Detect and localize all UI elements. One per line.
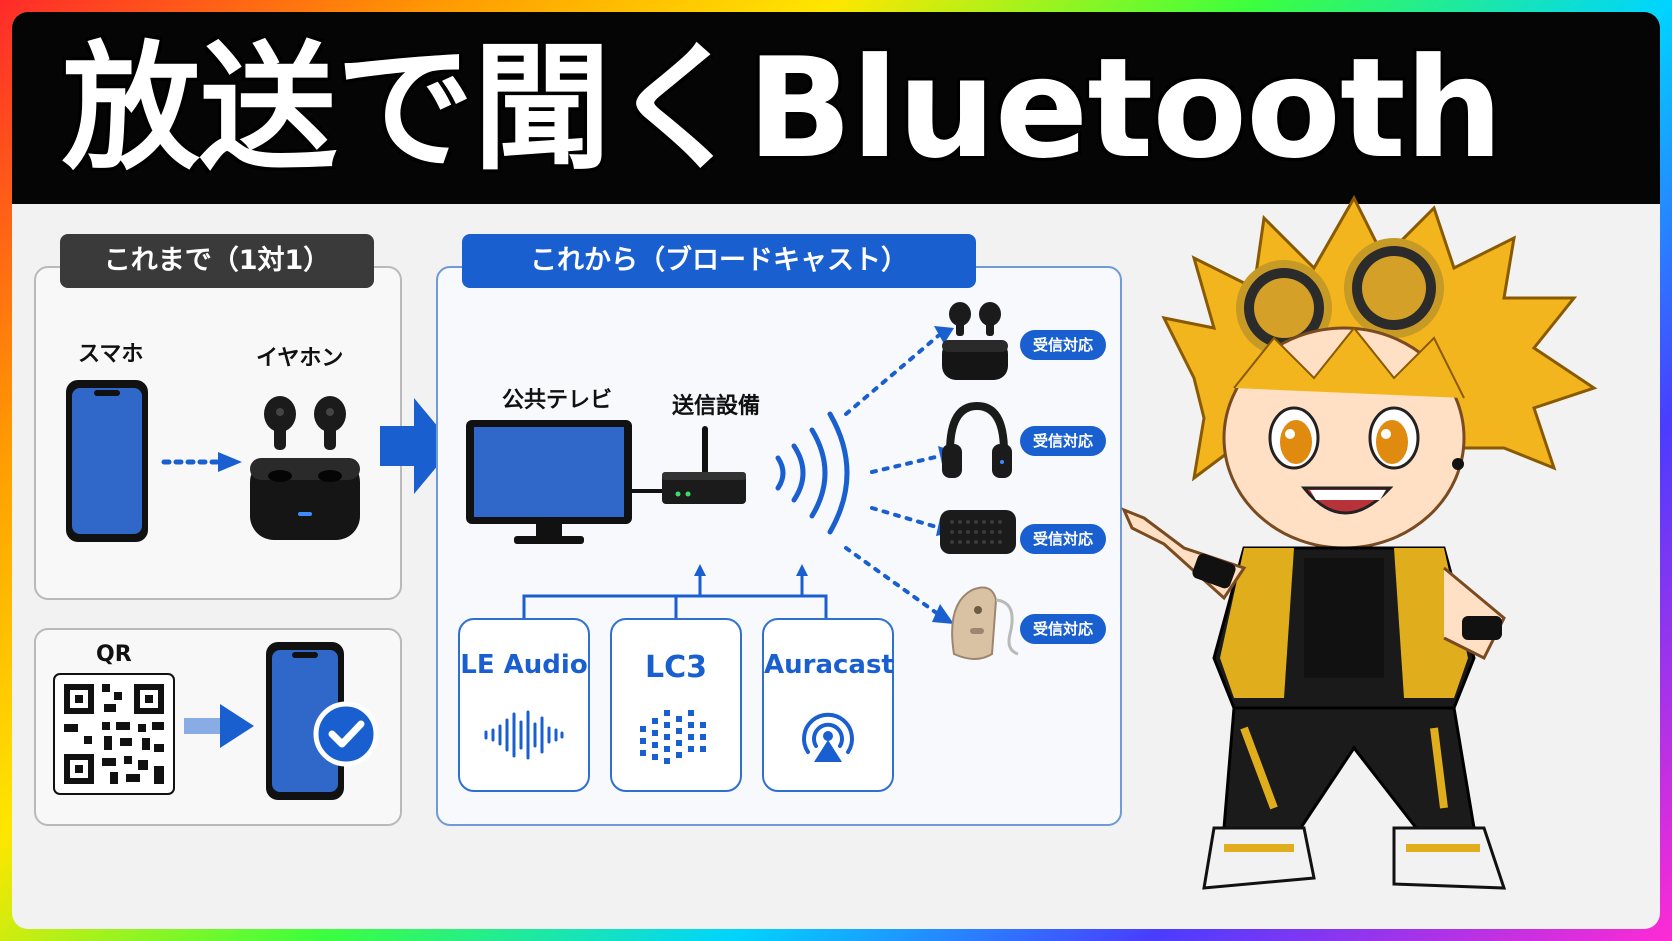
tv-icon xyxy=(466,420,632,544)
transmitter-label: 送信設備 xyxy=(672,394,761,419)
tech-box-auracast: Auracast xyxy=(762,618,894,792)
scan-arrow-icon xyxy=(184,704,254,748)
earbuds-icon xyxy=(942,302,1008,380)
tech-connector-lines xyxy=(522,564,828,622)
tech-label-le-audio: LE Audio xyxy=(460,650,588,680)
earbuds-case-icon xyxy=(250,396,360,540)
tech-box-le-audio: LE Audio xyxy=(458,618,590,792)
transition-arrow-icon xyxy=(380,398,454,494)
smartphone-check-icon xyxy=(266,642,379,800)
speaker-icon xyxy=(940,510,1016,554)
headphones-icon xyxy=(942,401,1012,478)
tv-label: 公共テレビ xyxy=(502,388,613,413)
earphone-label: イヤホン xyxy=(256,346,344,371)
tech-label-auracast: Auracast xyxy=(764,650,894,680)
broadcast-waves-icon xyxy=(775,411,850,535)
before-tag: これまで（1対1） xyxy=(60,234,374,288)
hearing-aid-icon xyxy=(951,586,1019,660)
auracast-icon xyxy=(802,712,854,762)
qr-code-icon xyxy=(53,673,175,795)
title-bar: 放送で聞くBluetooth xyxy=(12,12,1660,204)
tech-box-lc3: LC3 xyxy=(610,618,742,792)
tech-label-lc3: LC3 xyxy=(644,650,707,685)
receiver-badge-1: 受信対応 xyxy=(1020,330,1106,360)
receiver-badge-2: 受信対応 xyxy=(1020,426,1106,456)
bitmap-icon xyxy=(640,710,706,764)
transmitter-icon xyxy=(662,426,746,504)
cable-line xyxy=(632,489,662,493)
waveform-icon xyxy=(484,710,564,760)
receiver-badge-3: 受信対応 xyxy=(1020,524,1106,554)
dotted-arrow-icon xyxy=(161,452,242,472)
page-title: 放送で聞くBluetooth xyxy=(62,28,1503,189)
mascot-character-illustration xyxy=(1121,194,1598,890)
smartphone-icon xyxy=(66,380,148,542)
qr-label: QR xyxy=(96,642,132,667)
thumbnail-canvas: 放送で聞くBluetooth これまで（1対1） スマホ イヤホン QR xyxy=(12,12,1660,929)
after-tag: これから（ブロードキャスト） xyxy=(462,234,976,288)
receiver-badge-4: 受信対応 xyxy=(1020,614,1106,644)
phone-label: スマホ xyxy=(78,342,144,367)
